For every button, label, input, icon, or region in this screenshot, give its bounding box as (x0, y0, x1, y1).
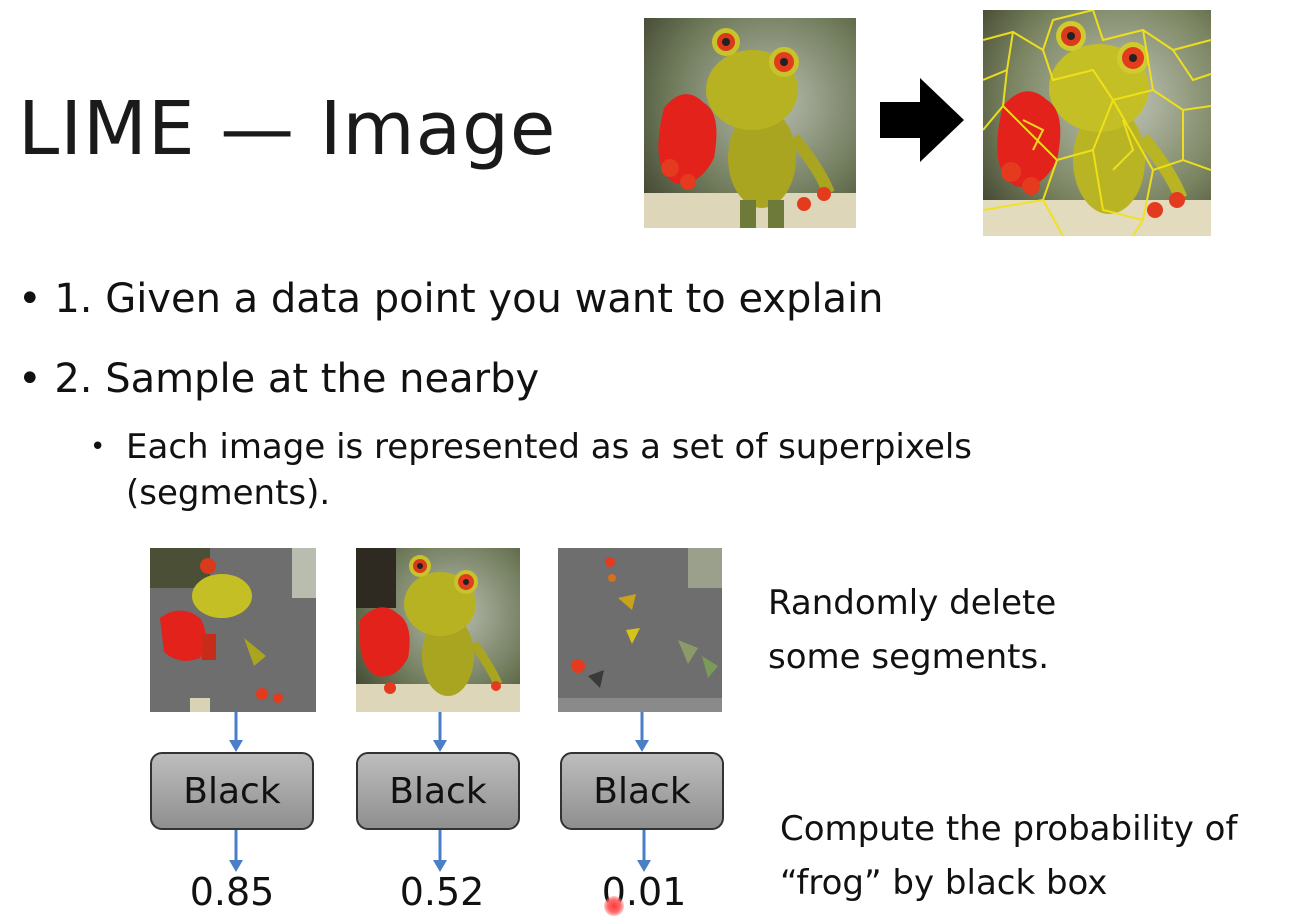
sub-bullet: • Each image is represented as a set of … (90, 424, 1090, 516)
original-frog-image (644, 18, 856, 228)
sample-image-2 (356, 548, 520, 712)
arrow-right-icon (880, 78, 964, 162)
laser-pointer-dot (604, 896, 624, 916)
arrow-down-icon (637, 830, 651, 872)
compute-note: Compute the probability of “frog” by bla… (780, 809, 1238, 903)
arrow-down-icon (229, 830, 243, 872)
probability-1: 0.85 (189, 870, 275, 914)
probability-3: 0.01 (601, 870, 687, 914)
bullet-1-text: 1. Given a data point you want to explai… (54, 276, 884, 322)
arrow-down-icon (635, 712, 649, 752)
delete-note: Randomly delete some segments. (768, 583, 1057, 677)
bullet-1: • 1. Given a data point you want to expl… (18, 276, 884, 322)
black-box-2: Black (356, 752, 520, 830)
arrow-down-icon (229, 712, 243, 752)
bullet-dot: • (18, 276, 55, 322)
sub-bullet-dot: • (90, 432, 106, 462)
bullet-2: • 2. Sample at the nearby (18, 356, 539, 402)
probability-2: 0.52 (399, 870, 485, 914)
black-box-1: Black (150, 752, 314, 830)
bullet-dot: • (18, 356, 55, 402)
sample-image-1 (150, 548, 316, 712)
sub-bullet-text: Each image is represented as a set of su… (126, 427, 973, 513)
arrow-down-icon (433, 712, 447, 752)
slide-title: LIME — Image (18, 86, 557, 172)
sample-image-3 (558, 548, 722, 712)
bullet-2-text: 2. Sample at the nearby (54, 356, 540, 402)
arrow-down-icon (433, 830, 447, 872)
segmented-frog-image (983, 10, 1211, 236)
black-box-3: Black (560, 752, 724, 830)
